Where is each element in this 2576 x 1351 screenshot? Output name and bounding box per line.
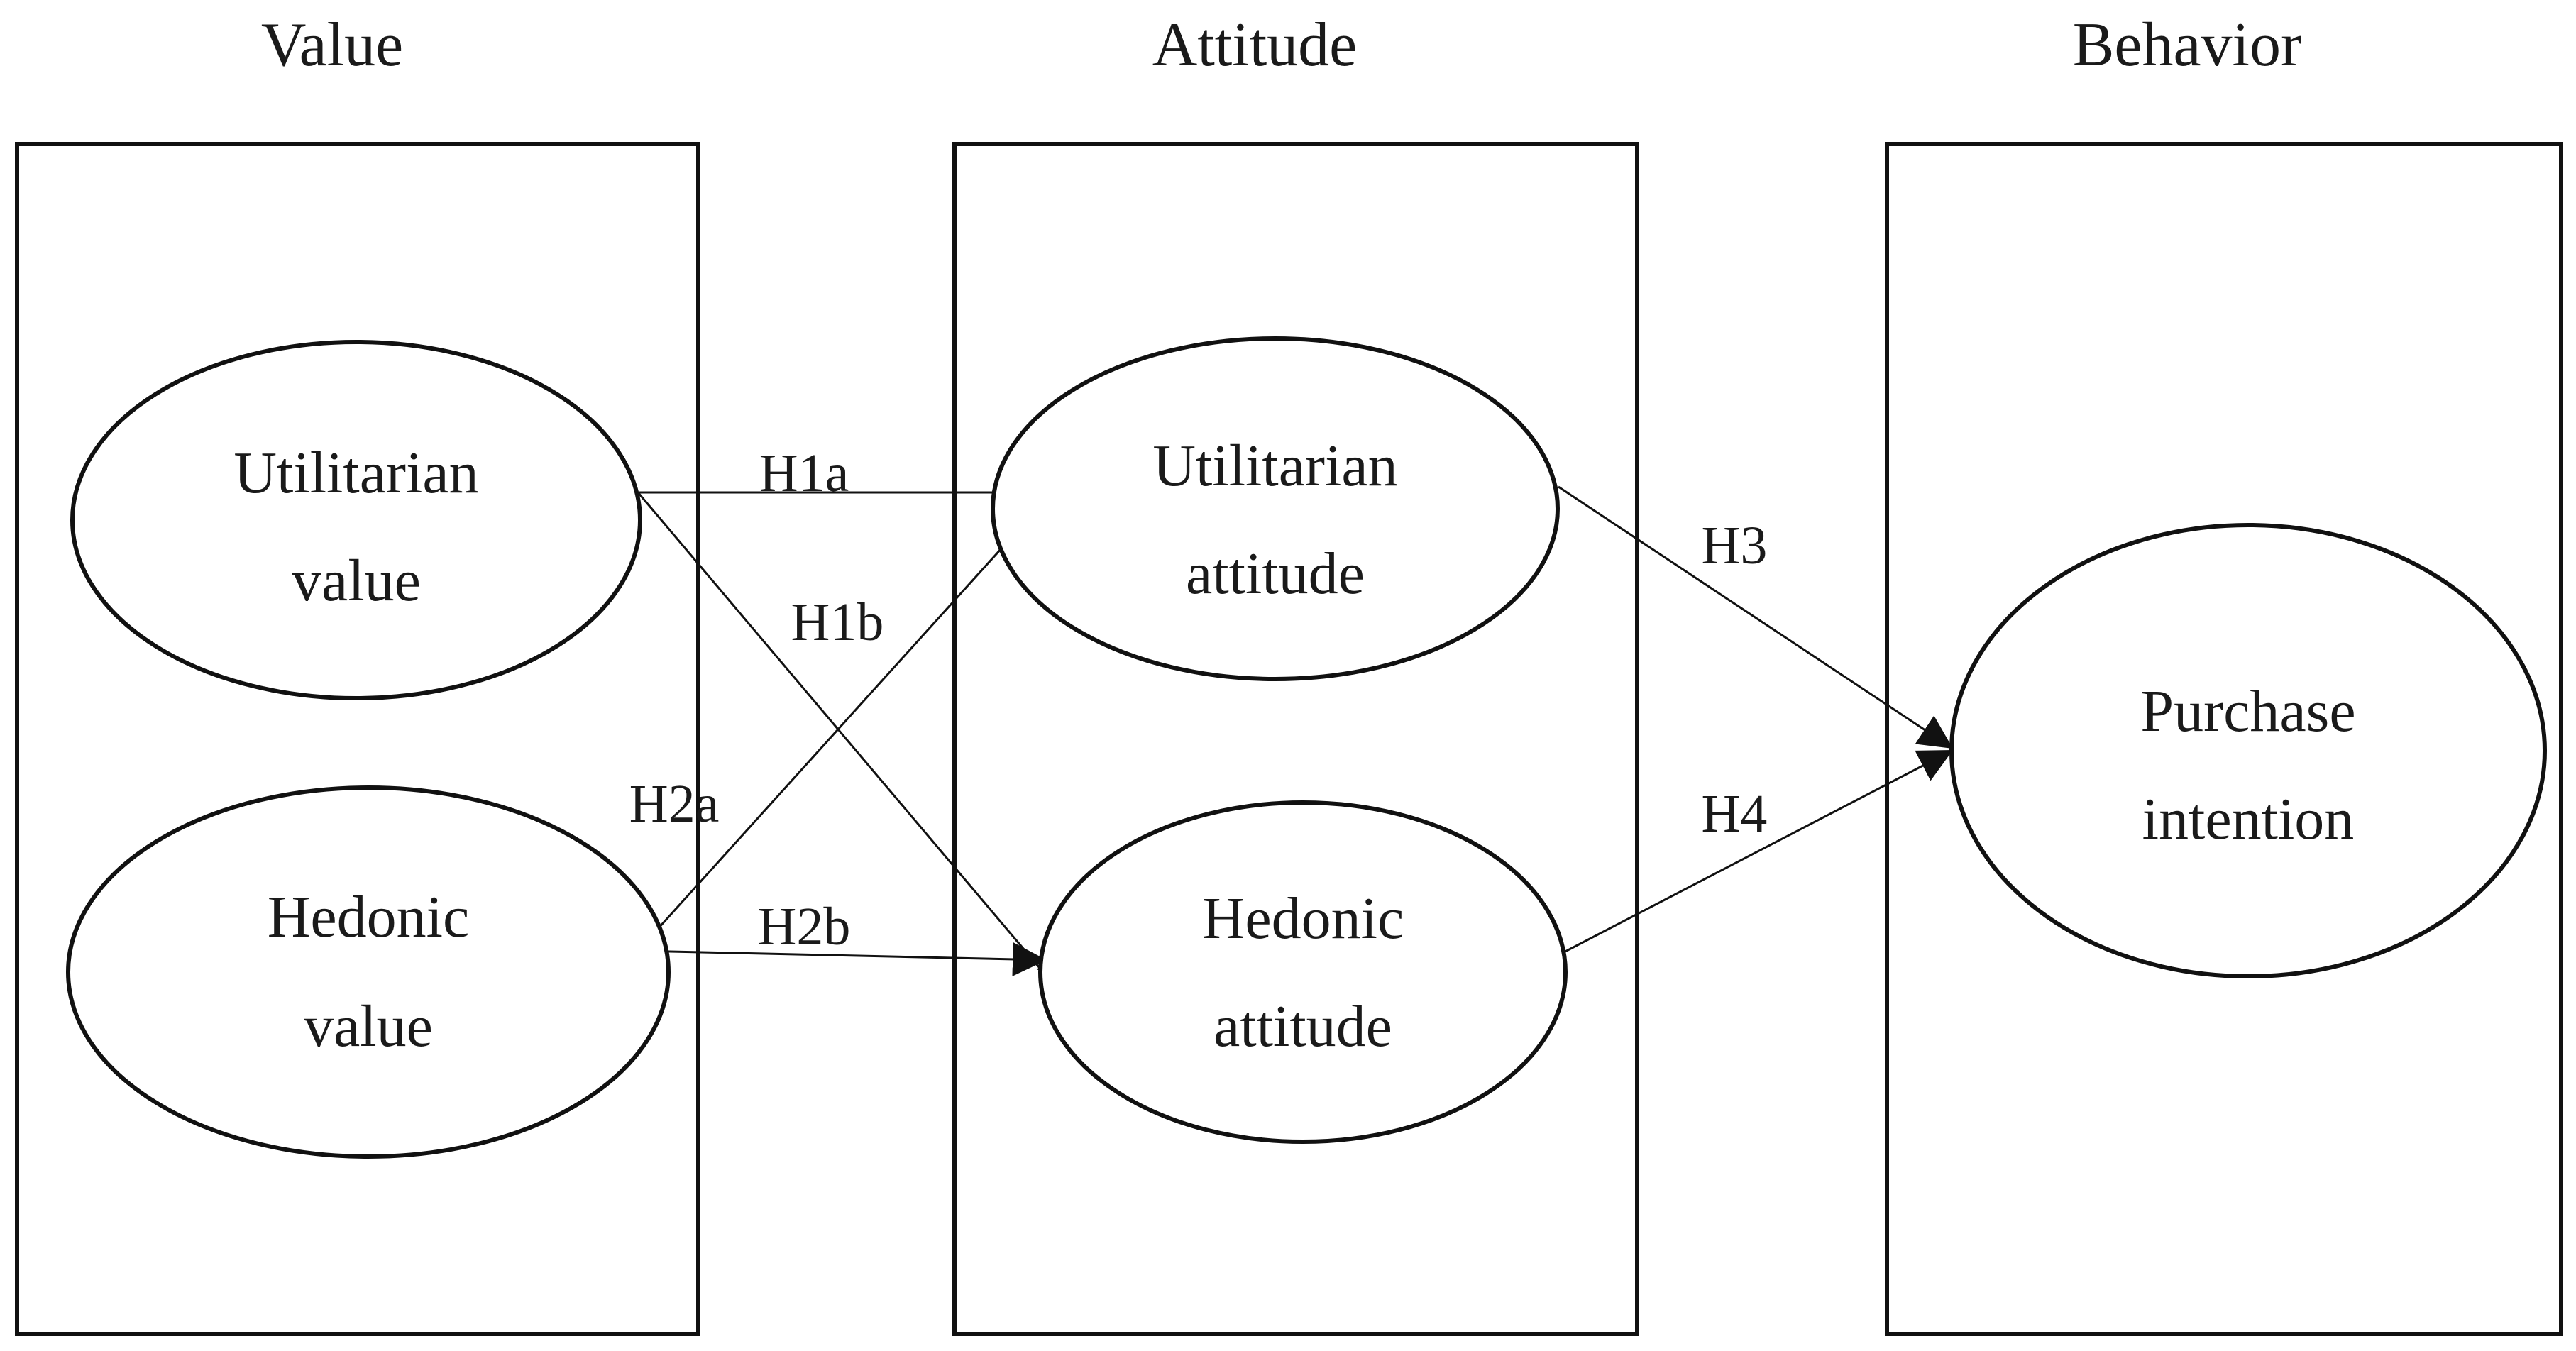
column-heading-behavior: Behavior (2073, 11, 2302, 79)
arrow-h2a (637, 502, 1043, 952)
node-utilitarian-attitude-line2: attitude (1186, 541, 1365, 607)
node-hedonic-value-line1: Hedonic (268, 884, 470, 950)
column-heading-value: Value (261, 11, 403, 79)
arrow-h3 (1558, 485, 1954, 750)
behavior-column-box (1885, 142, 2563, 1336)
node-purchase-intention: Purchase intention (1949, 523, 2547, 978)
node-hedonic-attitude-line1: Hedonic (1202, 886, 1404, 952)
column-heading-attitude: Attitude (1152, 11, 1357, 79)
arrow-h2b (637, 942, 1047, 976)
hypothesis-label-h2b: H2b (758, 897, 851, 956)
node-hedonic-attitude-line2: attitude (1213, 993, 1392, 1059)
node-hedonic-value-line2: value (304, 993, 433, 1059)
arrow-h4 (1558, 749, 1954, 956)
node-hedonic-value: Hedonic value (66, 785, 671, 1159)
arrow-h1b (637, 492, 1045, 973)
value-column-box (15, 142, 700, 1336)
hypothesis-label-h1a: H1a (759, 443, 849, 503)
attitude-column-box (952, 142, 1639, 1336)
hypothesis-label-h3: H3 (1702, 516, 1768, 575)
hypothesis-label-h1b: H1b (791, 592, 884, 652)
node-utilitarian-value-line2: value (292, 548, 421, 614)
node-utilitarian-attitude-line1: Utilitarian (1152, 433, 1397, 499)
hypothesis-label-h4: H4 (1702, 784, 1768, 844)
node-purchase-intention-line1: Purchase (2140, 678, 2355, 744)
node-purchase-intention-line2: intention (2142, 786, 2355, 852)
node-utilitarian-attitude: Utilitarian attitude (991, 336, 1560, 681)
hypothesis-label-h2a: H2a (629, 774, 720, 834)
node-utilitarian-value: Utilitarian value (70, 340, 642, 700)
node-utilitarian-value-line1: Utilitarian (233, 440, 478, 506)
node-hedonic-attitude: Hedonic attitude (1038, 800, 1568, 1144)
